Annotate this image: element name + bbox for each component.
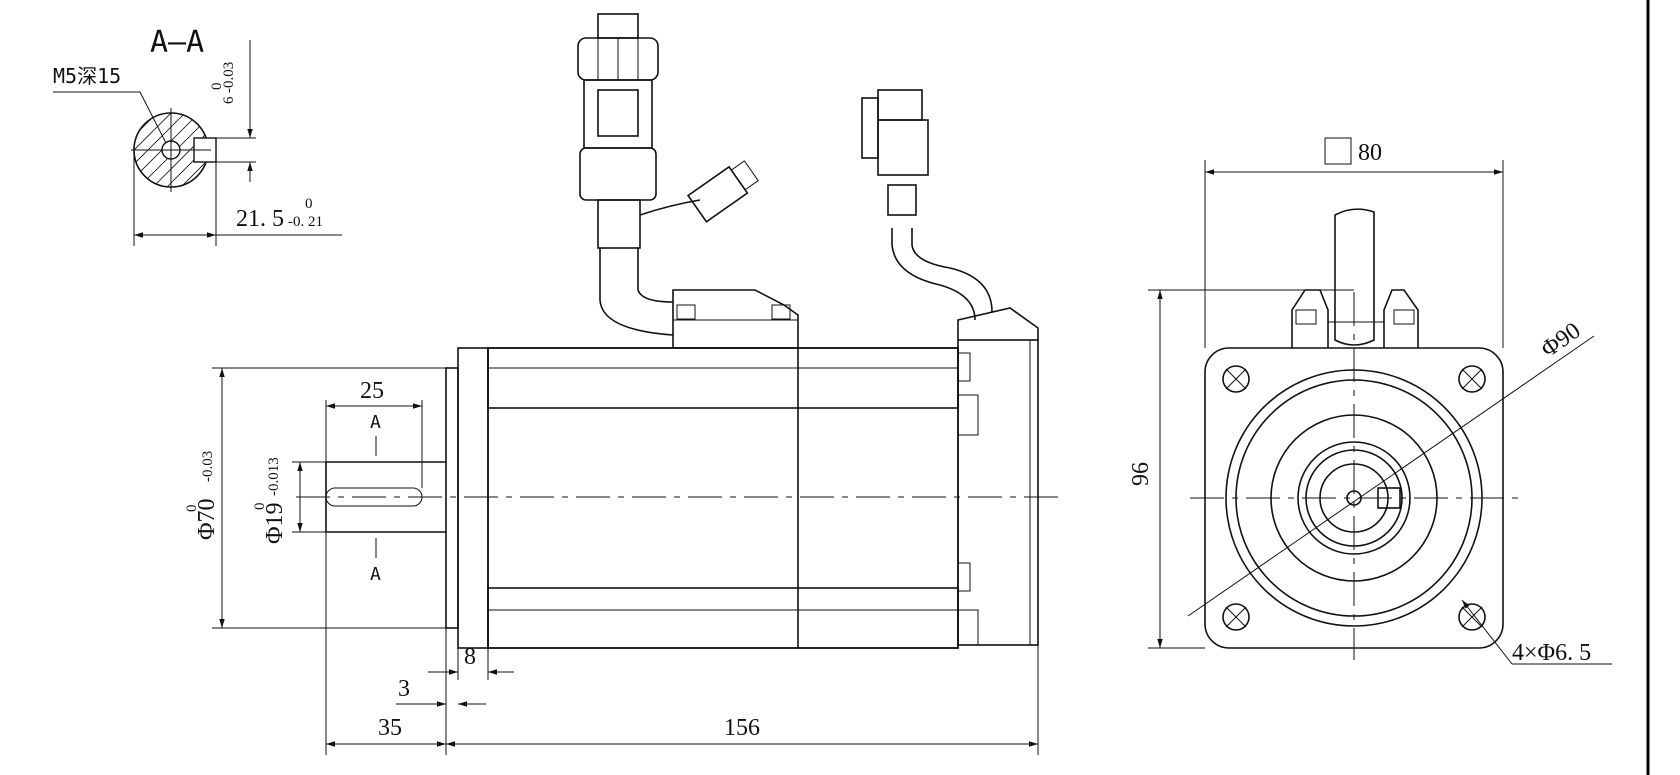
mounting-flange: [445, 367, 459, 629]
shaft-depth-tol-upper: 0: [305, 196, 313, 212]
section-marker-bottom: A: [370, 564, 381, 585]
front-cable: [1334, 208, 1375, 346]
brake-wire: [639, 199, 701, 216]
keyway-length-value: 25: [360, 378, 384, 404]
key-width-tol-upper: 0: [209, 83, 225, 91]
flange-thickness-value: 8: [464, 644, 476, 670]
height-value: 96: [1128, 462, 1154, 486]
encoder-cable: [891, 228, 976, 321]
body-length-value: 156: [724, 715, 760, 741]
thread-label: M5深15: [53, 64, 121, 88]
square-size-value: 80: [1358, 140, 1382, 166]
shaft-diameter-tol-upper: 0: [252, 503, 268, 511]
shaft-length-value: 35: [378, 715, 402, 741]
holes-leader: [1461, 599, 1513, 665]
shaft-depth-tol-lower: -0. 21: [288, 214, 323, 230]
square-symbol: [1324, 137, 1352, 165]
bolt-circle-value: Φ90: [1537, 318, 1586, 363]
body-fin-bottom: [487, 587, 959, 649]
power-connector-base: [672, 289, 799, 349]
body-fin-top: [487, 347, 959, 409]
flange-diameter-tol-upper: 0: [184, 505, 200, 513]
front-flange: [457, 347, 489, 649]
brake-connector: [686, 165, 749, 223]
holes-value: 4×Φ6. 5: [1512, 640, 1591, 666]
section-aa-view: A—A M5深15 6 0 -0.03: [53, 25, 342, 246]
side-view: A A 25 Φ70 0 -0.03 Φ19 0 -0.013: [184, 13, 1060, 755]
shaft-depth-value: 21. 5: [236, 206, 284, 232]
pilot-circle: [1270, 414, 1438, 582]
bolt-circle-dim: [1187, 335, 1595, 617]
encoder-plug: [877, 119, 929, 176]
flange-diameter-value: Φ70: [194, 498, 220, 540]
encoder-cable-sleeve: [887, 184, 917, 216]
front-connector-left: [1291, 289, 1329, 348]
section-marker-top: A: [370, 412, 381, 433]
power-plug-top: [597, 13, 639, 39]
pilot-length-value: 3: [398, 676, 410, 702]
encoder-connector-base: [957, 307, 1039, 340]
shaft-diameter-tol-lower: -0.013: [266, 457, 282, 496]
front-connector-right: [1383, 289, 1419, 348]
thread-leader-line: [139, 91, 168, 146]
key-width-tol-lower: -0.03: [221, 62, 237, 93]
section-title: A—A: [150, 25, 204, 60]
rear-cap: [957, 339, 1039, 646]
key-width-value: 6: [221, 96, 237, 104]
mounting-hole: [1222, 603, 1250, 631]
front-view: 80 96 Φ90 4×Φ6. 5: [1128, 137, 1612, 666]
flange-diameter-tol-lower: -0.03: [200, 451, 216, 482]
mounting-hole: [1458, 365, 1486, 393]
motor-body: [487, 347, 959, 649]
power-cable: [599, 248, 674, 336]
mounting-hole: [1458, 603, 1486, 631]
power-plug-nut: [579, 147, 657, 201]
mounting-hole: [1222, 365, 1250, 393]
shaft-diameter-value: Φ19: [262, 502, 288, 544]
